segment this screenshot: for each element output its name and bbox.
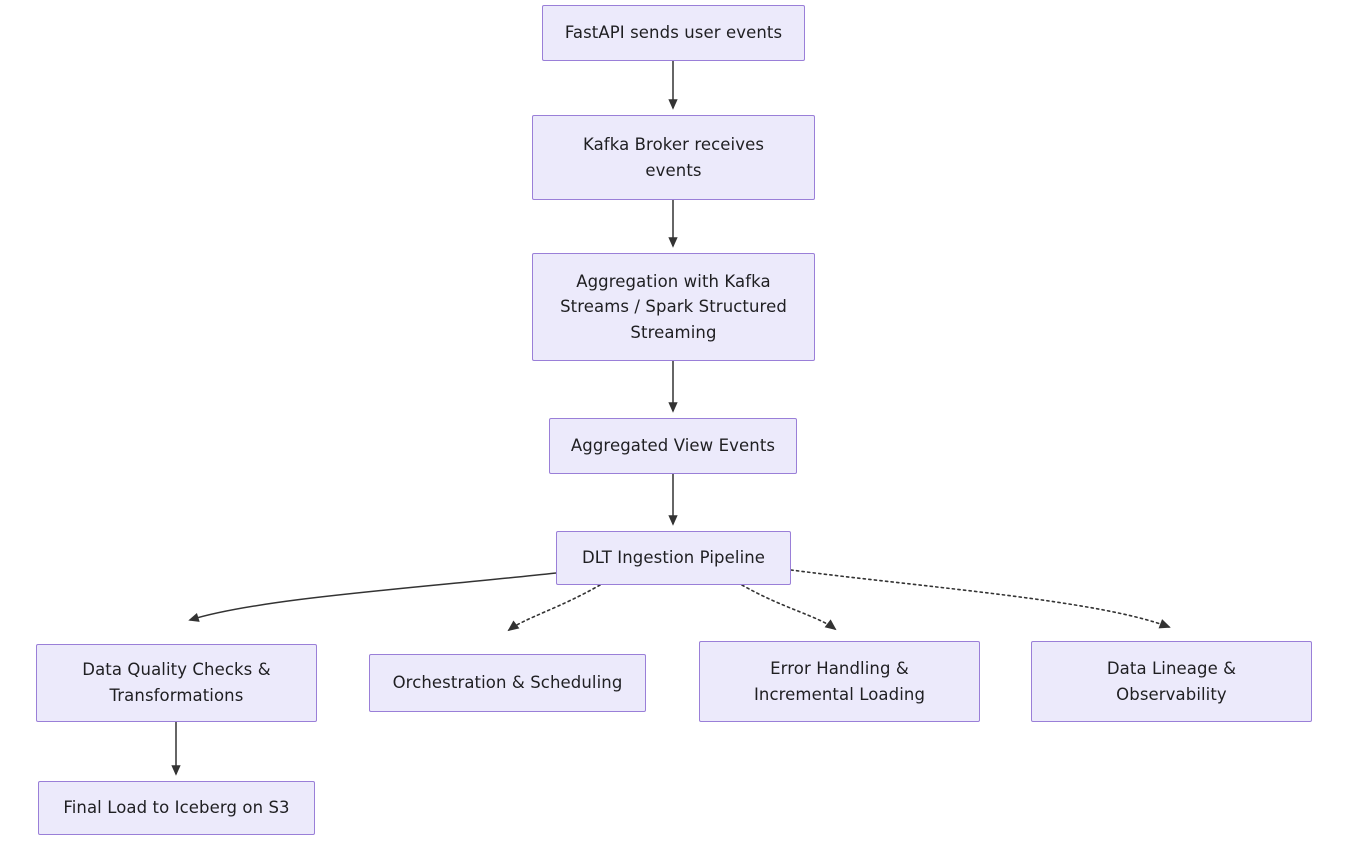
- node-label: Final Load to Iceberg on S3: [63, 798, 290, 818]
- node-label: FastAPI sends user events: [564, 23, 783, 43]
- node-aggregated-view-events[interactable]: Aggregated View Events: [549, 418, 797, 474]
- node-orchestration-scheduling[interactable]: Orchestration & Scheduling: [369, 654, 646, 712]
- node-label: Aggregated View Events: [570, 436, 776, 456]
- node-label: Kafka Broker receives events: [582, 134, 765, 180]
- node-label: Data Lineage & Observability: [1106, 658, 1237, 704]
- node-data-quality-checks[interactable]: Data Quality Checks & Transformations: [36, 644, 317, 722]
- edge-dlt-to-error-handling: [741, 584, 837, 631]
- node-label: Error Handling & Incremental Loading: [753, 658, 926, 704]
- node-error-handling[interactable]: Error Handling & Incremental Loading: [699, 641, 980, 722]
- node-label: Orchestration & Scheduling: [392, 673, 623, 693]
- node-label: Aggregation with Kafka Streams / Spark S…: [560, 271, 787, 342]
- node-aggregation[interactable]: Aggregation with Kafka Streams / Spark S…: [532, 253, 815, 361]
- edge-dlt-to-orchestration: [507, 584, 601, 632]
- node-dlt-ingestion-pipeline[interactable]: DLT Ingestion Pipeline: [556, 531, 791, 585]
- node-fastapi[interactable]: FastAPI sends user events: [542, 5, 805, 61]
- edge-dlt-to-data-quality: [188, 572, 557, 622]
- edge-dlt-to-data-lineage: [790, 569, 1171, 629]
- node-data-lineage[interactable]: Data Lineage & Observability: [1031, 641, 1312, 722]
- node-label: DLT Ingestion Pipeline: [581, 548, 766, 568]
- node-kafka-broker[interactable]: Kafka Broker receives events: [532, 115, 815, 200]
- node-label: Data Quality Checks & Transformations: [82, 660, 271, 705]
- node-final-load[interactable]: Final Load to Iceberg on S3: [38, 781, 315, 835]
